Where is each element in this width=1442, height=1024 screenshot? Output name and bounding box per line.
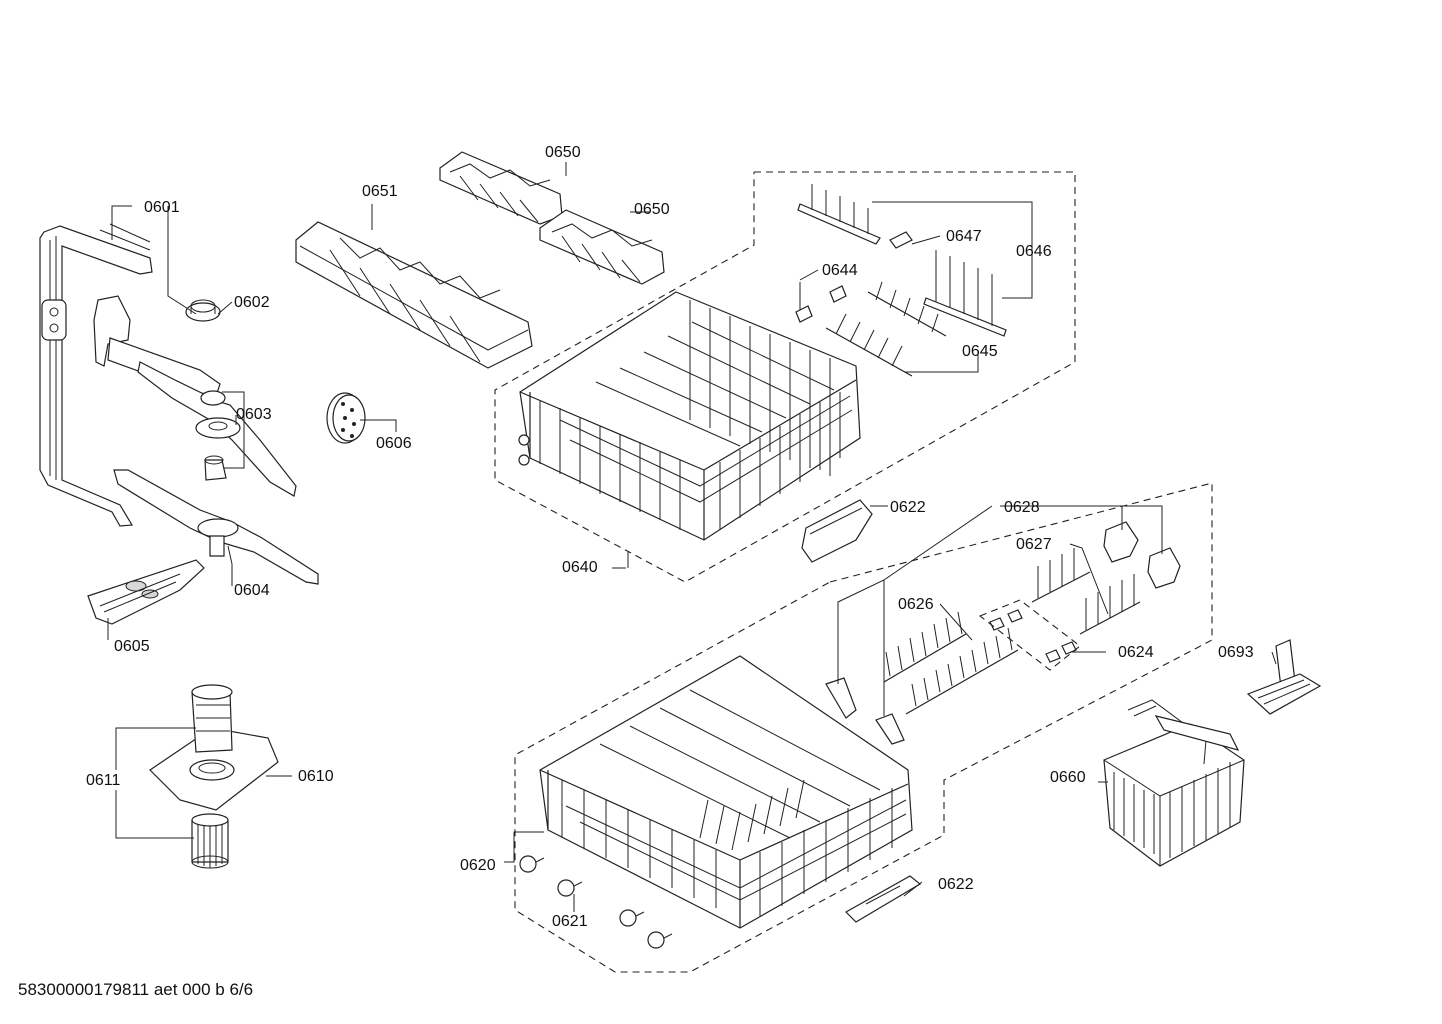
label-0624: 0624: [1118, 644, 1154, 661]
label-0606: 0606: [376, 435, 412, 452]
tine-row-0627: [1031, 548, 1141, 635]
label-0645: 0645: [962, 343, 998, 360]
rack-hinges-lower: [825, 677, 905, 745]
label-0660: 0660: [1050, 769, 1086, 786]
fine-filter-disc: [326, 392, 366, 444]
top-tray-insert-a: [439, 151, 563, 225]
label-0610: 0610: [298, 768, 334, 785]
label-0650-b: 0650: [634, 201, 670, 218]
filter-assembly: [149, 684, 279, 869]
label-0644: 0644: [822, 262, 858, 279]
basket-handle-lower: [845, 875, 922, 923]
top-drawer-tray: [295, 221, 533, 369]
cup-shelf-rack-right: [923, 250, 1007, 337]
lower-basket-group-outline: [514, 482, 1213, 973]
spray-arm-cover: [87, 559, 205, 625]
upper-basket: [518, 291, 861, 541]
label-0628: 0628: [1004, 499, 1040, 516]
cutlery-basket: [1103, 699, 1245, 867]
tine-rack-0645: [825, 281, 947, 377]
basket-handle-upper: [801, 499, 873, 563]
label-0611: 0611: [86, 772, 121, 789]
hinge-brackets-0628: [1103, 521, 1181, 589]
spray-arm-supply-pipe: [39, 223, 153, 527]
basket-wheels: [519, 855, 673, 949]
label-0602: 0602: [234, 294, 270, 311]
leader-lines: [107, 162, 1277, 912]
lower-basket: [539, 655, 913, 929]
lower-spray-arm: [113, 469, 319, 585]
label-0626: 0626: [898, 596, 934, 613]
label-0646: 0646: [1016, 243, 1052, 260]
label-0621: 0621: [552, 913, 588, 930]
label-0650-a: 0650: [545, 144, 581, 161]
upper-spray-arm: [93, 295, 297, 497]
spacer-clip-0693: [1246, 639, 1322, 715]
document-reference-footer: 58300000179811 aet 000 b 6/6: [18, 980, 254, 999]
clip-0647: [889, 231, 913, 249]
clips-0624: [978, 599, 1081, 671]
cup-shelf-rack-upper: [797, 184, 881, 245]
label-0622-upper: 0622: [890, 499, 926, 516]
label-0622-lower: 0622: [938, 876, 974, 893]
label-0640: 0640: [562, 559, 598, 576]
upper-basket-group-outline: [494, 171, 1076, 583]
label-0647: 0647: [946, 228, 982, 245]
part-labels: 0601 0602 0603 0604 0605 0606 0610 0611 …: [86, 144, 1254, 930]
clip-0644: [795, 285, 847, 323]
label-0601: 0601: [144, 199, 180, 216]
label-0627: 0627: [1016, 536, 1052, 553]
label-0603: 0603: [236, 406, 272, 423]
label-0651: 0651: [362, 183, 398, 200]
label-0605: 0605: [114, 638, 150, 655]
label-0620: 0620: [460, 857, 496, 874]
label-0693: 0693: [1218, 644, 1254, 661]
top-tray-insert-b: [539, 209, 665, 285]
label-0604: 0604: [234, 582, 270, 599]
